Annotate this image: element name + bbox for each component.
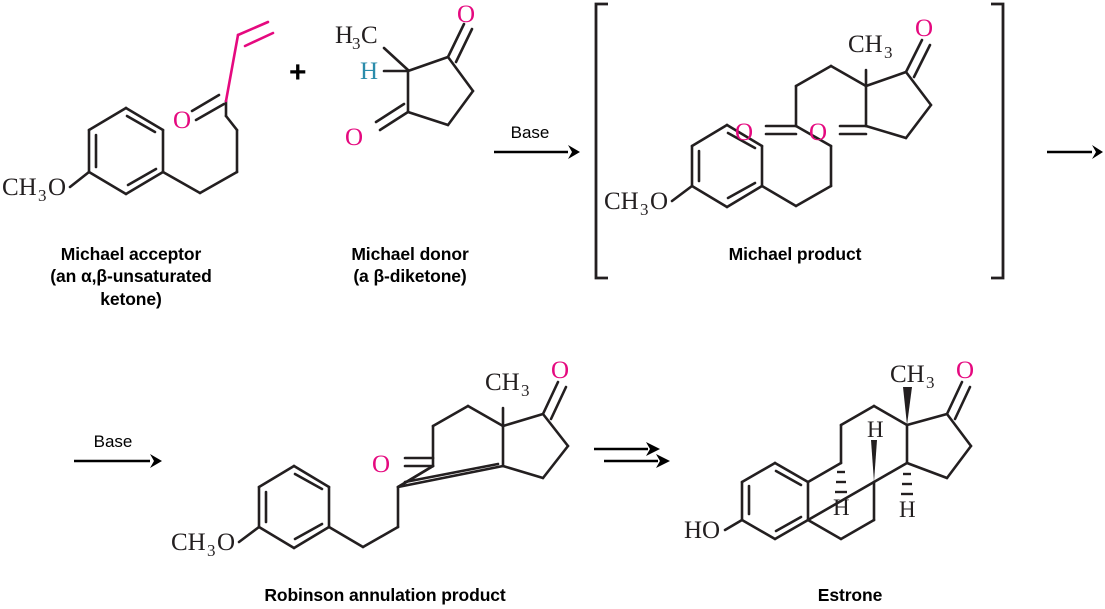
reaction-arrow-label-base-2: Base: [93, 432, 133, 451]
label-ketone-o-1: O: [735, 119, 753, 146]
label-methyl-ch3: CH: [848, 31, 883, 58]
label-methyl-ch3-sub: 3: [521, 381, 530, 400]
label-h-9: H: [833, 495, 850, 520]
caption-michael-donor: Michael donor (a β-diketone): [320, 243, 500, 288]
label-methoxy-ch3: CH: [604, 188, 639, 215]
label-methyl-h: H: [335, 22, 353, 49]
caption-line-2: (an α,β-unsaturated: [50, 266, 212, 287]
estrone-structure: HO H H: [684, 357, 974, 544]
label-methoxy-o: O: [650, 188, 668, 215]
label-enone-o: O: [372, 451, 390, 478]
reaction-arrow-continue: [1047, 145, 1103, 159]
label-h-8: H: [867, 417, 884, 442]
label-methyl-ch3: CH: [485, 369, 520, 396]
caption-estrone: Estrone: [760, 584, 940, 606]
michael-product-structure: CH 3 O O CH 3: [604, 15, 933, 219]
robinson-annulation-product-structure: CH 3 O O CH 3: [171, 357, 570, 560]
caption-michael-acceptor: Michael acceptor (an α,β-unsaturated ket…: [26, 243, 236, 310]
caption-line-1: Michael product: [728, 244, 862, 264]
caption-michael-product: Michael product: [680, 243, 910, 265]
label-methoxy-o: O: [217, 529, 235, 556]
label-methoxy-ch3: CH: [171, 529, 206, 556]
reaction-arrow-label-base-1: Base: [510, 123, 550, 142]
label-methoxy-ch3-sub: 3: [640, 200, 649, 219]
label-ketone-o-2: O: [915, 15, 933, 42]
label-methyl-ch3-sub: 3: [926, 373, 935, 392]
label-alpha-h: H: [360, 58, 378, 85]
caption-line-1: Michael donor: [351, 244, 469, 264]
label-ketone-o: O: [956, 357, 974, 384]
label-methyl-ch3: CH: [890, 361, 925, 388]
label-methoxy-ch3-sub: 3: [207, 541, 216, 560]
plus-sign: +: [289, 56, 307, 89]
retrosynthetic-double-arrow: [594, 442, 670, 468]
label-hydroxyl: HO: [684, 517, 720, 544]
label-methoxy-ch3: CH: [2, 174, 37, 201]
label-o-top: O: [457, 1, 475, 28]
michael-acceptor-structure: CH 3 O O: [2, 20, 275, 205]
label-methyl-ch3-sub: 3: [884, 43, 893, 62]
label-methoxy-o: O: [48, 174, 66, 201]
label-methyl-c: C: [361, 22, 378, 49]
label-h-14: H: [899, 497, 916, 522]
reaction-arrow-1: [494, 145, 580, 159]
caption-line-1: Michael acceptor: [60, 244, 202, 264]
caption-line-2: (a β-diketone): [353, 266, 467, 287]
caption-line-3: ketone): [100, 288, 162, 309]
label-o-bottom: O: [345, 124, 363, 151]
label-carbonyl-o: O: [173, 107, 191, 134]
michael-product-bracket-left: [594, 2, 608, 280]
label-methoxy-ch3-sub: 3: [38, 186, 47, 205]
label-ring-o: O: [809, 119, 827, 146]
caption-line-1: Robinson annulation product: [264, 585, 506, 605]
reaction-arrow-2: [74, 454, 162, 468]
michael-product-bracket-right: [991, 2, 1005, 280]
label-methyl-sub: 3: [352, 34, 361, 53]
caption-robinson-annulation-product: Robinson annulation product: [215, 584, 555, 606]
caption-line-1: Estrone: [817, 585, 883, 605]
label-ketone-o: O: [551, 357, 569, 384]
michael-donor-structure: H 3 C H O O: [335, 1, 475, 151]
